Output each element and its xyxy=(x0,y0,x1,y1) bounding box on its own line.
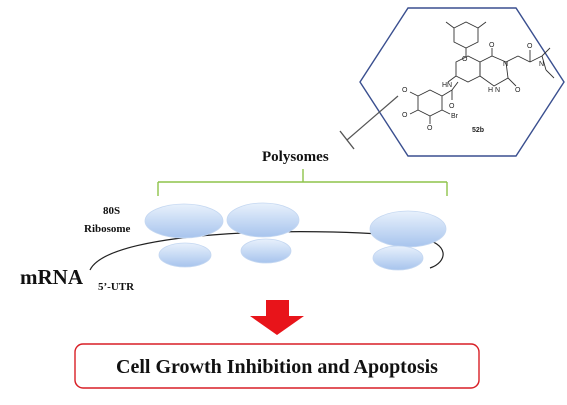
svg-text:O: O xyxy=(527,43,533,50)
svg-text:O: O xyxy=(402,87,408,94)
inhibition-bar xyxy=(339,130,355,150)
svg-text:H N: H N xyxy=(488,87,500,94)
ribosome-large-subunit xyxy=(369,210,447,248)
down-arrow xyxy=(250,300,304,335)
mrna-label: mRNA xyxy=(20,265,84,289)
mrna-strand xyxy=(89,231,444,271)
ribosome-small-subunit xyxy=(372,245,424,271)
outcome-box xyxy=(74,343,480,389)
svg-text:O: O xyxy=(462,56,468,63)
compound-atom-labels: O O N O N O H N HN O Br O O O 52b xyxy=(402,42,544,134)
svg-text:O: O xyxy=(402,112,408,119)
ribosome-label-line2: Ribosome xyxy=(84,223,131,235)
ribosome-large-subunit xyxy=(144,203,224,239)
svg-text:O: O xyxy=(489,42,495,49)
ribosome-small-subunit xyxy=(158,242,212,268)
inhibition-line xyxy=(346,95,399,141)
svg-text:O: O xyxy=(515,87,521,94)
ribosome-label-line1: 80S xyxy=(103,205,120,217)
outcome-text: Cell Growth Inhibition and Apoptosis xyxy=(116,356,438,378)
svg-text:N: N xyxy=(539,61,544,68)
svg-text:N: N xyxy=(503,61,508,68)
ribosome-large-subunit xyxy=(226,202,300,238)
svg-text:HN: HN xyxy=(442,82,452,89)
polysome-bracket xyxy=(157,169,448,196)
compound-structure xyxy=(409,21,555,124)
svg-text:O: O xyxy=(449,103,455,110)
svg-text:O: O xyxy=(427,125,433,132)
svg-text:Br: Br xyxy=(451,113,459,120)
utr-label: 5’-UTR xyxy=(98,281,135,293)
compound-hexagon xyxy=(359,7,565,157)
polysomes-label: Polysomes xyxy=(262,149,329,165)
compound-label: 52b xyxy=(472,127,484,134)
ribosome-small-subunit xyxy=(240,238,292,264)
